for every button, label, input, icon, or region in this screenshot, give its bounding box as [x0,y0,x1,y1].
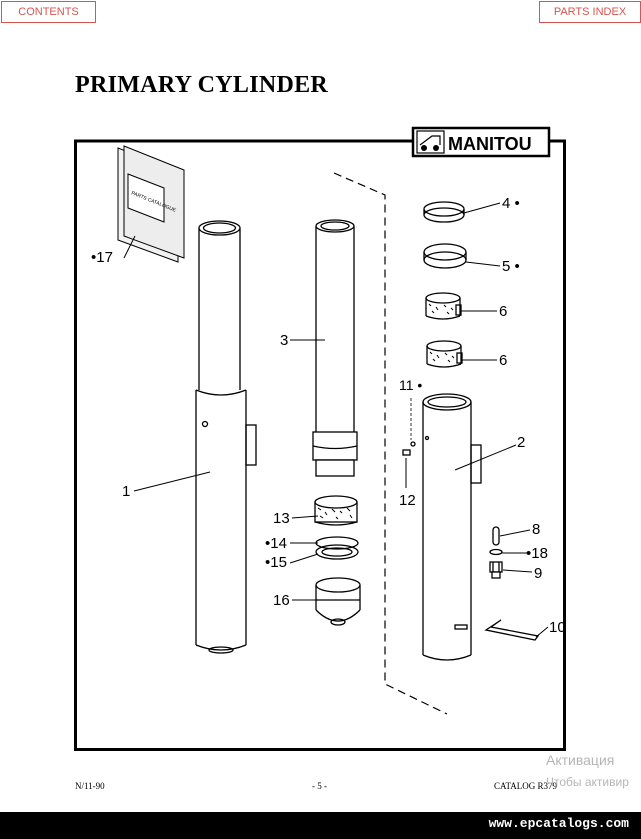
part-13-bearing [314,495,358,526]
part-5-ring [423,243,467,269]
part-11-ball [410,398,430,447]
footer-page-number: - 5 - [312,781,327,791]
footer-catalog: CATALOG R379 [494,781,558,791]
part-8-fitting [492,526,500,546]
part-1-outer-tube [195,220,257,654]
callout-6-upper: 6 [499,303,507,320]
callout-18: •18 [526,545,548,562]
page-title: PRIMARY CYLINDER [75,72,329,98]
part-6-bearing-upper [425,292,462,320]
callout-9: 9 [534,565,542,582]
part-12-screw [402,449,411,456]
manitou-logo: MANITOU [411,126,551,158]
part-10-key [484,619,540,641]
part-6-bearing-lower [426,340,463,368]
leader-lines [123,202,549,638]
callout-14: •14 [265,535,287,552]
contents-button[interactable]: CONTENTS [1,1,96,23]
activation-watermark-line2: Чтобы активир [546,775,629,789]
callout-5: 5 • [502,258,520,275]
callout-4: 4 • [502,195,520,212]
callout-6-lower: 6 [499,352,507,369]
brand-name: MANITOU [448,134,532,154]
callout-1: 1 [122,483,130,500]
part-16-piston [315,577,361,626]
parts-catalogue-booklet: PARTS CATALOGUE [117,145,185,263]
callout-11: 11 • [399,377,422,393]
activation-watermark-line1: Активация [546,752,615,768]
part-4-ring [423,201,465,223]
part-3-rod [312,219,358,477]
part-18-washer [489,548,503,556]
callout-13: 13 [273,510,290,527]
callout-10: 10 [549,619,566,636]
parts-index-button[interactable]: PARTS INDEX [539,1,641,23]
callout-2: 2 [517,434,525,451]
callout-12: 12 [399,492,416,509]
figure-frame [74,140,566,751]
part-2-cylinder-tube [422,393,482,661]
footer-date: N/11-90 [75,781,105,791]
callout-3: 3 [280,332,288,349]
part-15-seal [315,544,359,560]
assembly-axis [333,172,448,715]
callout-8: 8 [532,521,540,538]
callout-16: 16 [273,592,290,609]
callout-15: •15 [265,554,287,571]
bottom-bar: www.epcatalogs.com [0,812,641,839]
part-9-grease-nipple [489,561,503,579]
site-url[interactable]: www.epcatalogs.com [488,816,629,831]
callout-17: •17 [91,249,113,266]
